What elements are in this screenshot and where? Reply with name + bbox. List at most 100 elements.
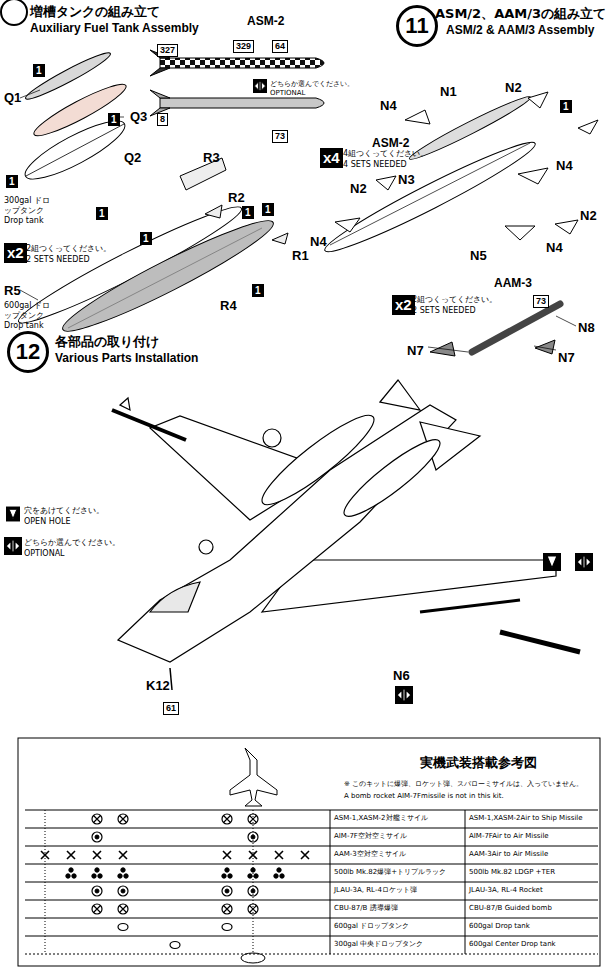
- missile-parts: [528, 92, 548, 108]
- reference-table: [248, 904, 258, 914]
- callout-number: 1: [111, 113, 117, 126]
- reference-table: [92, 868, 102, 878]
- note-text: どちらか選んでください。: [270, 80, 354, 89]
- note-text: 500lb Mk.82爆弾+トリプルラック: [334, 868, 446, 877]
- note-text: 穴をあけてください。: [24, 506, 104, 516]
- note-text: OPEN HOLE: [24, 517, 71, 527]
- note-text: ASM-1,XASM-2対艦ミサイル: [334, 814, 428, 823]
- reference-table: [170, 942, 180, 949]
- part-label: N2: [505, 80, 522, 95]
- heading: ASM/2、AAM/3の組み立て: [435, 5, 606, 23]
- missile-parts: [397, 6, 437, 46]
- reference-table: [248, 868, 258, 878]
- aircraft-drawing: [150, 582, 200, 612]
- reference-table: [25, 828, 598, 829]
- part-number-box: 1: [242, 206, 254, 219]
- part-number-box: 8: [157, 113, 168, 126]
- note-text: A bomb rocket AIM-7Fmissile is not in th…: [344, 792, 504, 801]
- heading: ASM-2: [372, 136, 409, 150]
- reference-table: [222, 886, 232, 896]
- part-label: Q3: [130, 109, 147, 124]
- callout-number: 73: [275, 131, 285, 142]
- missile-parts: [319, 6, 598, 356]
- note-text: 300gal ドロップタンク Drop tank: [4, 196, 54, 226]
- missile-profile: [160, 98, 324, 108]
- missile-parts: [428, 347, 468, 352]
- aircraft-drawing: [120, 398, 130, 410]
- missile-parts: [376, 176, 396, 190]
- callout-number: 8: [160, 114, 165, 125]
- note-text: どちらか選んでください。: [24, 538, 120, 548]
- callout-number: 1: [36, 64, 42, 77]
- part-number-box: 1: [252, 284, 264, 297]
- note-text: 600gal Center Drop tank: [469, 940, 556, 949]
- reference-table: [92, 832, 102, 842]
- reference-table: [92, 886, 102, 896]
- note-text: AAM-3Air to Air Missile: [469, 850, 548, 859]
- part-number-box: 73: [272, 130, 288, 143]
- reference-table: [230, 748, 277, 806]
- callout-number: 1: [99, 207, 105, 220]
- heading: Auxiliary Fuel Tank Assembly: [30, 21, 199, 35]
- part-label: N4: [556, 158, 573, 173]
- aircraft-drawing: [4, 537, 22, 555]
- callout-number: 1: [563, 100, 569, 113]
- note-text: AAM-3空対空ミサイル: [334, 850, 406, 859]
- aircraft-drawing: [575, 553, 593, 571]
- aircraft-drawing: [170, 668, 172, 690]
- step-number: 12: [8, 332, 48, 372]
- callout-number: 1: [245, 206, 251, 219]
- callout-number: x2: [7, 244, 24, 262]
- callout-number: 11: [405, 13, 428, 39]
- reference-table: [222, 868, 232, 878]
- missile-parts: [555, 220, 578, 234]
- part-label: N4: [310, 234, 327, 249]
- missile-parts: [535, 340, 555, 354]
- reference-table: [222, 814, 232, 824]
- reference-table: [92, 904, 102, 914]
- reference-table: [223, 851, 231, 859]
- note-text: JLAU-3A, RL-4 Rocket: [469, 886, 543, 895]
- reference-table: [330, 810, 331, 954]
- reference-table: [249, 851, 257, 859]
- heading: 増槽タンクの組み立て: [30, 3, 160, 21]
- reference-table: [18, 738, 600, 966]
- note-text: AIM-7F空対空ミサイル: [334, 832, 407, 841]
- heading: Various Parts Installation: [55, 351, 198, 365]
- part-number-box: 1: [6, 175, 18, 188]
- reference-table: [41, 851, 49, 859]
- missile-profile: [253, 79, 267, 93]
- quantity-box: x2: [392, 295, 415, 315]
- fuel-tank-parts: [1, 0, 288, 343]
- missile-profile: [150, 90, 170, 98]
- aircraft-drawing: [395, 686, 413, 704]
- reference-table: [274, 868, 284, 878]
- reference-table: [118, 814, 128, 824]
- reference-table: [118, 904, 128, 914]
- aircraft-drawing: [380, 380, 420, 410]
- aircraft-drawing: [420, 600, 520, 612]
- fuel-tank-parts: [1, 0, 27, 25]
- part-number-box: 73: [533, 295, 549, 308]
- part-label: Q2: [124, 150, 141, 165]
- part-label: N5: [470, 248, 487, 263]
- part-label: N7: [407, 343, 424, 358]
- part-label: N6: [393, 668, 410, 683]
- note-text: 600gal ドロップタンク Drop tank: [4, 301, 54, 331]
- note-text: 500lb Mk.82 LDGP +TER: [469, 868, 555, 877]
- callout-number: 73: [536, 296, 546, 307]
- reference-table: [275, 851, 283, 859]
- quantity-box: x2: [4, 243, 27, 263]
- missile-profile: [150, 68, 170, 76]
- part-label: R1: [292, 248, 309, 263]
- fuel-tank-parts: [20, 90, 40, 98]
- fuel-tank-parts: [272, 233, 288, 244]
- reference-table: [301, 851, 309, 859]
- note-text: 2組つくってください。: [412, 295, 497, 305]
- callout-number: 329: [236, 41, 251, 52]
- note-text: 4 SETS NEEDED: [343, 160, 407, 170]
- reference-table: [25, 954, 598, 955]
- heading: 実機武装搭載参考図: [420, 754, 537, 772]
